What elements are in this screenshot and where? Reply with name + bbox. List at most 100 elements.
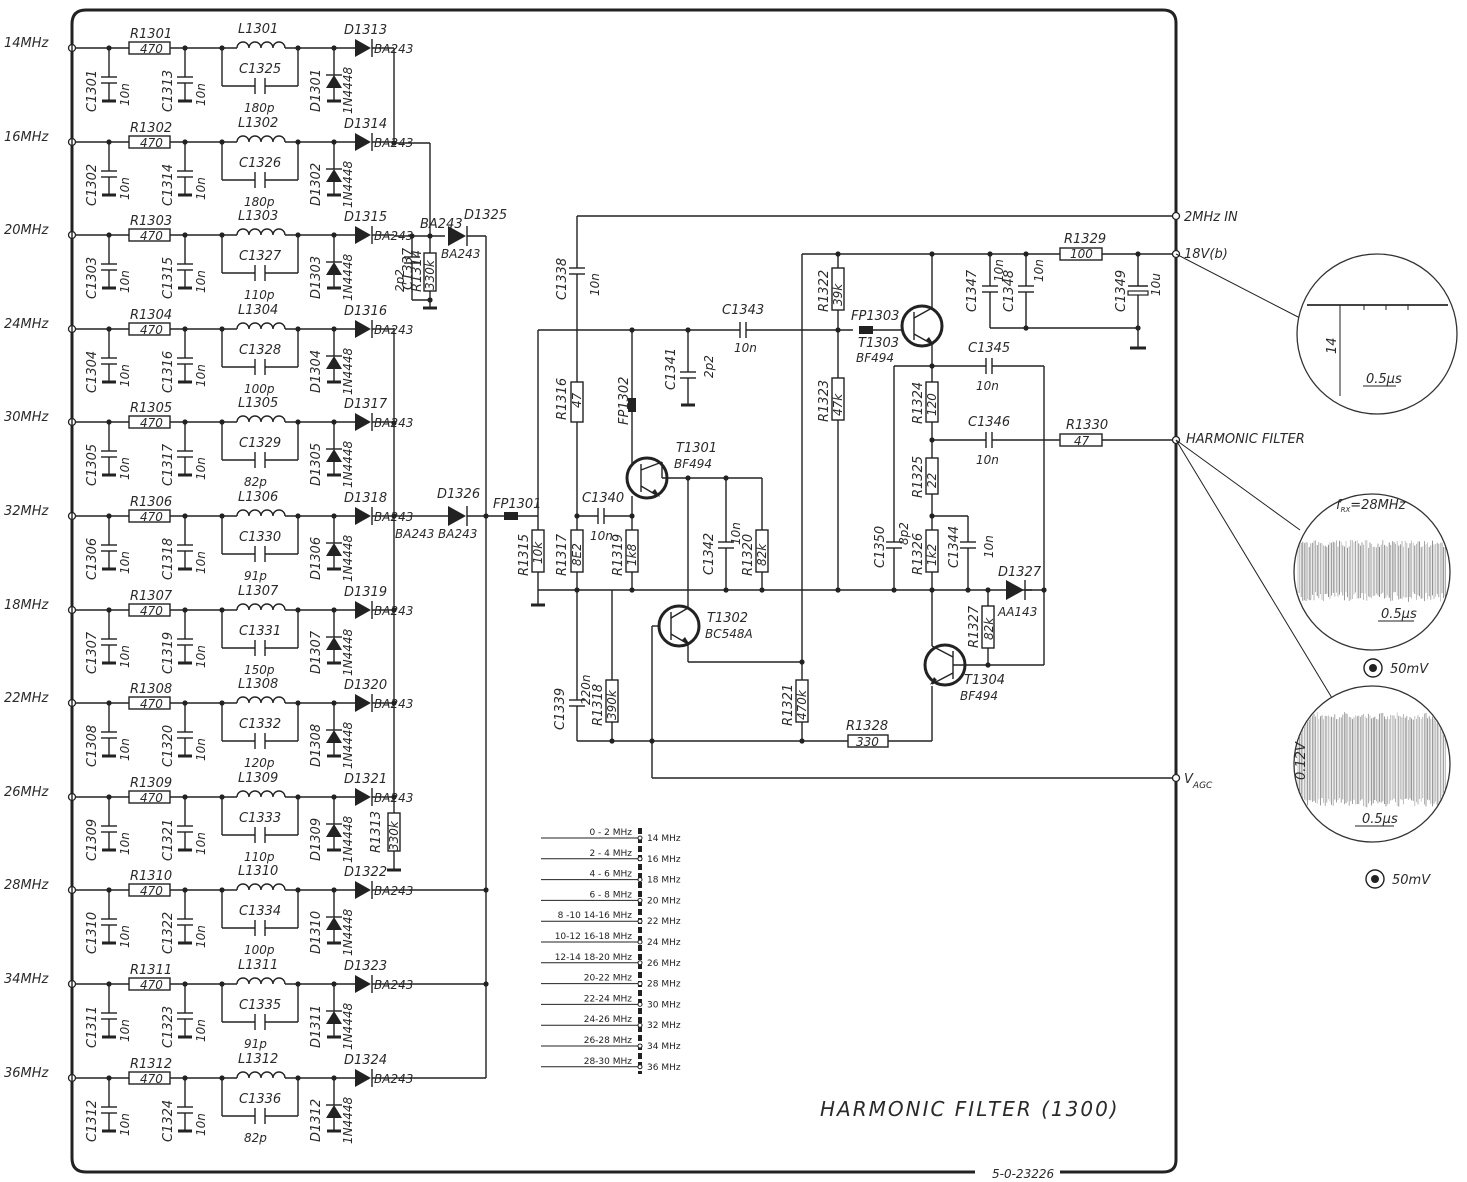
channel-d2v-label: 1N4448	[341, 253, 355, 301]
channel-cv-label: 10n	[194, 1113, 208, 1136]
channel-r-label: R1305	[130, 401, 172, 416]
channel-c1-label: C1303	[85, 257, 100, 299]
channel-l-label: L1302	[238, 116, 278, 131]
svg-text:10n: 10n	[1032, 259, 1046, 282]
table-output-freq: 24 MHz	[647, 938, 681, 948]
svg-text:8p2: 8p2	[897, 522, 911, 545]
channel-cv-label: 10n	[118, 457, 132, 480]
channel-rv-label: 470	[140, 791, 163, 805]
svg-text:BF494: BF494	[674, 457, 712, 471]
channel-cv-label: 10n	[194, 551, 208, 574]
svg-text:C1338: C1338	[555, 258, 570, 300]
channel-c2-label: C1313	[161, 70, 176, 112]
channel-cp-label: C1334	[239, 904, 281, 919]
channel-rv-label: 470	[140, 229, 163, 243]
channel-cv-label: 10n	[194, 83, 208, 106]
svg-text:FP1301: FP1301	[493, 497, 541, 512]
channel-r-label: R1311	[130, 963, 172, 978]
channel-cpv-label: 180p	[244, 101, 275, 115]
channel-cv-label: 10n	[194, 457, 208, 480]
channel-cv-label: 10n	[118, 364, 132, 387]
port-2mhz-in: 2MHz IN	[1184, 210, 1238, 225]
channel-c2-label: C1319	[161, 632, 176, 674]
channel-freq-label: 28MHz	[4, 878, 50, 893]
channel-cv-label: 10n	[194, 832, 208, 855]
table-output-freq: 30 MHz	[647, 1000, 681, 1010]
svg-text:BA243: BA243	[395, 527, 434, 541]
channel-l-label: L1306	[238, 490, 278, 505]
channel-c1-label: C1302	[85, 164, 100, 206]
channel-cv-label: 10n	[118, 738, 132, 761]
svg-text:R1323: R1323	[817, 380, 832, 422]
channel-freq-label: 14MHz	[4, 36, 50, 51]
channel-c2-label: C1316	[161, 351, 176, 393]
channel-d2v-label: 1N4448	[341, 1096, 355, 1144]
channel-freq-label: 16MHz	[4, 130, 50, 145]
svg-text:C1343: C1343	[722, 303, 764, 318]
channel-d2v-label: 1N4448	[341, 66, 355, 114]
channel-l-label: L1305	[238, 396, 278, 411]
channel-d1-label: D1314	[344, 117, 387, 132]
svg-text:R1315: R1315	[517, 534, 532, 576]
channel-rv-label: 470	[140, 1072, 163, 1086]
channel-d1-label: D1322	[344, 865, 387, 880]
channel-cv-label: 10n	[118, 177, 132, 200]
channel-d1-label: D1318	[344, 491, 387, 506]
channel-r-label: R1302	[130, 121, 172, 136]
channel-d2-label: D1309	[309, 818, 324, 861]
svg-text:82k: 82k	[982, 617, 996, 640]
channel-d2-label: D1304	[309, 350, 324, 393]
channel-d2-label: D1303	[309, 256, 324, 299]
svg-text:0.5µs: 0.5µs	[1362, 812, 1398, 827]
channel-cv-label: 10n	[194, 177, 208, 200]
svg-text:39k: 39k	[831, 283, 845, 306]
channel-r-label: R1304	[130, 308, 172, 323]
channel-d1v-label: BA243	[374, 229, 413, 243]
scope-vagc: 0.12V 0.5µs 50mV	[1293, 685, 1451, 889]
port-vagc: VAGC	[1184, 772, 1213, 791]
channel-d1-label: D1324	[344, 1053, 387, 1068]
channel-rv-label: 470	[140, 42, 163, 56]
svg-text:1k8: 1k8	[625, 543, 639, 566]
svg-text:330k: 330k	[423, 259, 437, 290]
channel-cpv-label: 91p	[244, 1037, 267, 1051]
channel-freq-label: 24MHz	[4, 317, 50, 332]
channel-r-label: R1308	[130, 682, 172, 697]
svg-text:R1318: R1318	[591, 684, 606, 726]
channel-c2-label: C1315	[161, 257, 176, 299]
channel-cv-label: 10n	[118, 83, 132, 106]
drawing-number: 5-0-23226	[992, 1167, 1054, 1181]
drawing-number-gap	[975, 1163, 1060, 1181]
table-input-range: 12-14 18-20 MHz	[555, 953, 633, 963]
channel-c1-label: C1305	[85, 444, 100, 486]
channel-l-label: L1312	[238, 1052, 278, 1067]
channel-d1-label: D1323	[344, 959, 387, 974]
svg-text:C1346: C1346	[968, 415, 1010, 430]
channel-rv-label: 470	[140, 416, 163, 430]
svg-text:10u: 10u	[1149, 273, 1163, 296]
channel-cpv-label: 82p	[244, 475, 267, 489]
channel-c2-label: C1323	[161, 1006, 176, 1048]
channel-c2-label: C1322	[161, 912, 176, 954]
channel-rv-label: 470	[140, 884, 163, 898]
channel-cp-label: C1328	[239, 343, 281, 358]
channel-r-label: R1310	[130, 869, 172, 884]
channel-d1-label: D1315	[344, 210, 387, 225]
channel-d2-label: D1312	[309, 1099, 324, 1142]
channel-rv-label: 470	[140, 604, 163, 618]
channel-cpv-label: 120p	[244, 756, 275, 770]
channel-cp-label: C1327	[239, 249, 282, 264]
table-input-range: 8 -10 14-16 MHz	[558, 911, 633, 921]
channel-d2-label: D1302	[309, 163, 324, 206]
channel-c1-label: C1307	[85, 631, 100, 674]
channel-rv-label: 470	[140, 136, 163, 150]
table-output-freq: 34 MHz	[647, 1042, 681, 1052]
svg-text:D1326: D1326	[437, 487, 480, 502]
channel-d2v-label: 1N4448	[341, 160, 355, 208]
channel-c2-label: C1317	[161, 443, 176, 486]
